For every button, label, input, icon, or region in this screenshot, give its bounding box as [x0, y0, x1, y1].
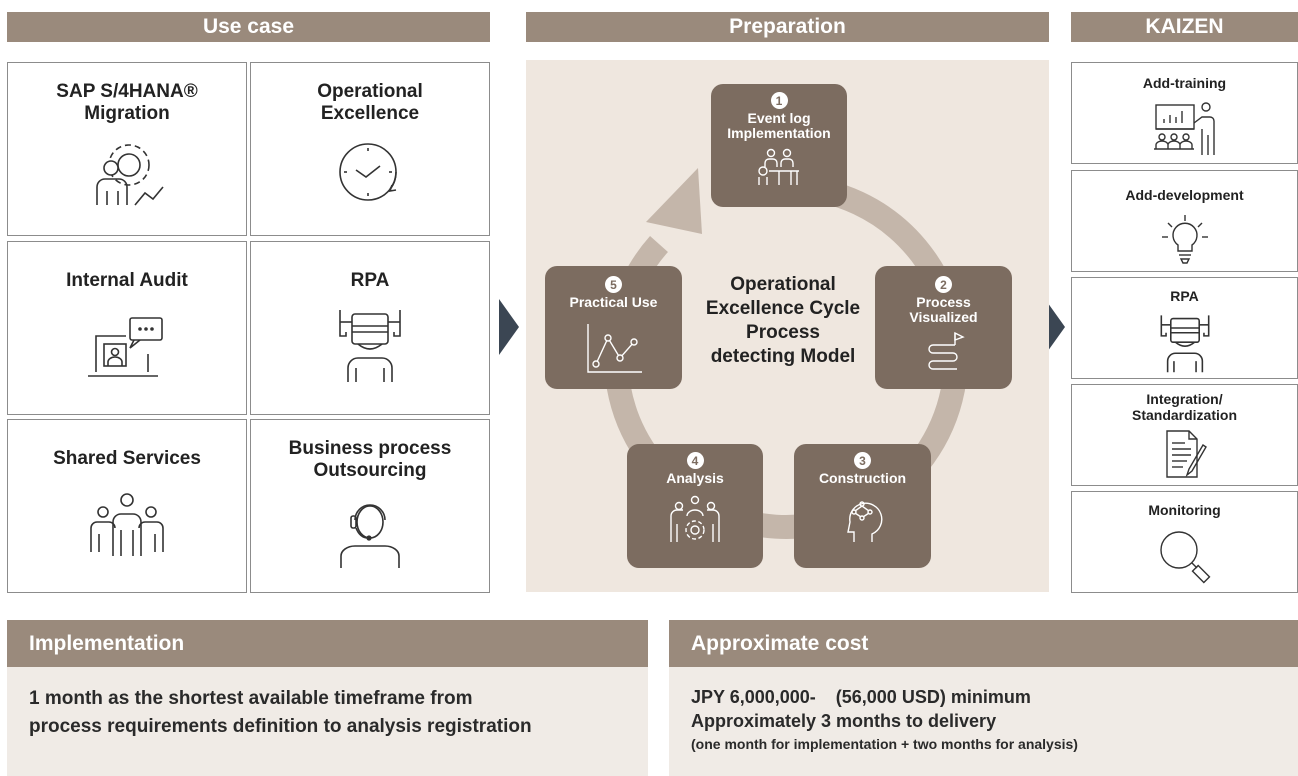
header-preparation-label: Preparation	[729, 15, 846, 38]
use-case-operational-excellence: Operational Excellence	[250, 62, 490, 236]
cycle-step-4: 4 Analysis	[627, 444, 763, 568]
header-use-case: Use case	[7, 12, 490, 42]
cycle-step-5: 5 Practical Use	[545, 266, 682, 389]
use-case-title: RPA	[350, 270, 390, 291]
cost-line-1: JPY 6,000,000- (56,000 USD) minimum	[691, 687, 1031, 707]
kaizen-integration: Integration/ Standardization	[1071, 384, 1298, 486]
cost-line-2: Approximately 3 months to delivery	[691, 711, 997, 731]
use-case-title: Shared Services	[53, 448, 201, 469]
kaizen-title: Add-development	[1125, 187, 1244, 203]
header-kaizen-label: KAIZEN	[1145, 15, 1224, 38]
cost-header: Approximate cost	[669, 620, 1298, 667]
right-chevron-arrow	[1045, 299, 1065, 355]
cost-line-3: (one month for implementation + two mont…	[691, 736, 1078, 752]
header-use-case-label: Use case	[202, 15, 295, 38]
implementation-title: Implementation	[29, 631, 185, 655]
robot-icon	[332, 306, 408, 384]
document-pen-icon	[1163, 427, 1207, 479]
meeting-icon	[749, 147, 809, 187]
implementation-line-2: process requirements definition to analy…	[29, 716, 532, 737]
clock-cycle-icon	[332, 137, 408, 207]
kaizen-title: Integration/ Standardization	[1131, 391, 1237, 423]
line-chart-icon	[584, 322, 644, 374]
kaizen-monitoring: Monitoring	[1071, 491, 1298, 593]
lightbulb-icon	[1160, 213, 1210, 265]
person-gear-icon	[87, 135, 167, 207]
implementation-line-1: 1 month as the shortest available timefr…	[29, 688, 473, 709]
cycle-center-title: Operational Excellence Cycle Process det…	[705, 274, 861, 367]
implementation-header: Implementation	[7, 620, 648, 667]
use-case-title: Internal Audit	[66, 270, 188, 291]
kaizen-add-development: Add-development	[1071, 170, 1298, 272]
use-case-sap-migration: SAP S/4HANA® Migration	[7, 62, 247, 236]
header-kaizen: KAIZEN	[1071, 12, 1298, 42]
header-preparation: Preparation	[526, 12, 1049, 42]
magnifier-icon	[1155, 528, 1215, 586]
cost-body: JPY 6,000,000- (56,000 USD) minimum Appr…	[669, 667, 1298, 776]
use-case-title: SAP S/4HANA® Migration	[56, 81, 198, 124]
step-label: Analysis	[666, 470, 724, 486]
implementation-body: 1 month as the shortest available timefr…	[7, 667, 648, 776]
head-network-icon	[840, 494, 886, 544]
kaizen-title: RPA	[1170, 288, 1199, 304]
robot-icon	[1155, 312, 1215, 374]
kaizen-title: Add-training	[1142, 75, 1227, 91]
use-case-title: Business process Outsourcing	[288, 438, 452, 481]
use-case-shared-services: Shared Services	[7, 419, 247, 593]
cost-title: Approximate cost	[691, 631, 869, 655]
step-number: 2	[935, 276, 952, 293]
path-flag-icon	[919, 329, 969, 373]
kaizen-title: Monitoring	[1148, 502, 1221, 518]
step-label: Event log Implementation	[727, 110, 831, 141]
step-label: Construction	[818, 470, 907, 486]
headset-operator-icon	[335, 494, 405, 570]
use-case-title: Operational Excellence	[317, 81, 423, 124]
team-gear-icon	[665, 494, 725, 546]
step-number: 5	[605, 276, 622, 293]
cycle-step-2: 2 Process Visualized	[875, 266, 1012, 389]
kaizen-add-training: Add-training	[1071, 62, 1298, 164]
use-case-bpo: Business process Outsourcing	[250, 419, 490, 593]
presentation-icon	[1150, 99, 1220, 157]
step-label: Practical Use	[569, 294, 658, 310]
use-case-internal-audit: Internal Audit	[7, 241, 247, 415]
step-number: 4	[686, 452, 704, 469]
use-case-rpa: RPA	[250, 241, 490, 415]
cycle-step-1: 1 Event log Implementation	[711, 84, 847, 207]
step-label: Process Visualized	[909, 294, 978, 325]
kaizen-rpa: RPA	[1071, 277, 1298, 379]
team-icon	[87, 490, 167, 562]
laptop-chat-icon	[82, 314, 172, 380]
step-number: 1	[770, 92, 788, 109]
step-number: 3	[854, 452, 871, 469]
cycle-step-3: 3 Construction	[794, 444, 931, 568]
right-chevron-arrow	[499, 299, 519, 355]
